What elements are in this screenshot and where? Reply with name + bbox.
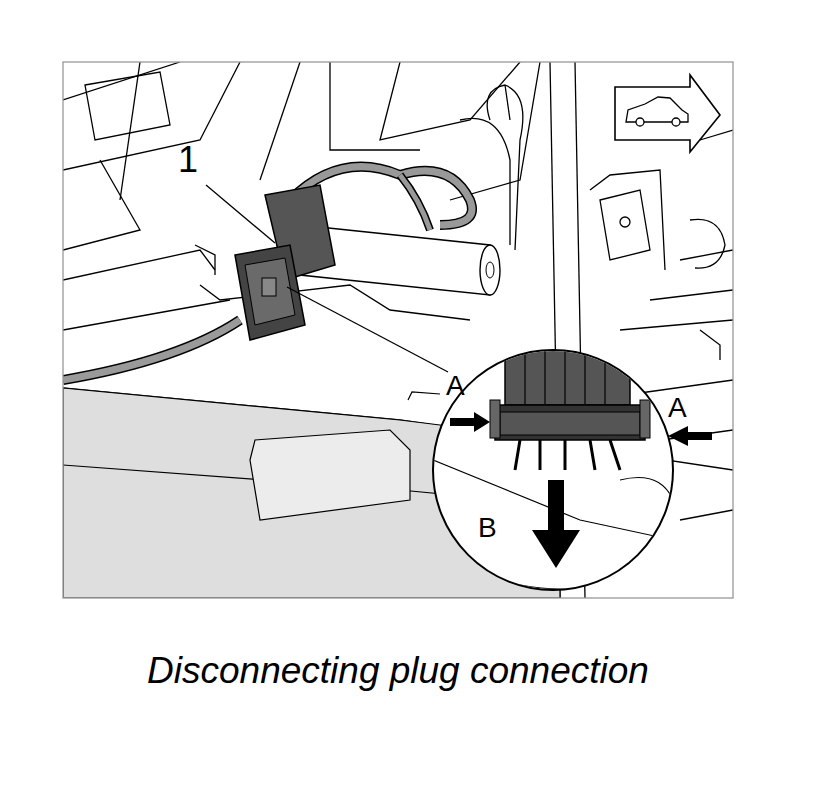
direction-letter: B	[478, 514, 497, 542]
callout-number: 1	[178, 142, 198, 178]
direction-letter: A	[446, 372, 465, 400]
direction-letter: A	[668, 394, 687, 422]
figure-caption: Disconnecting plug connection	[147, 652, 649, 689]
